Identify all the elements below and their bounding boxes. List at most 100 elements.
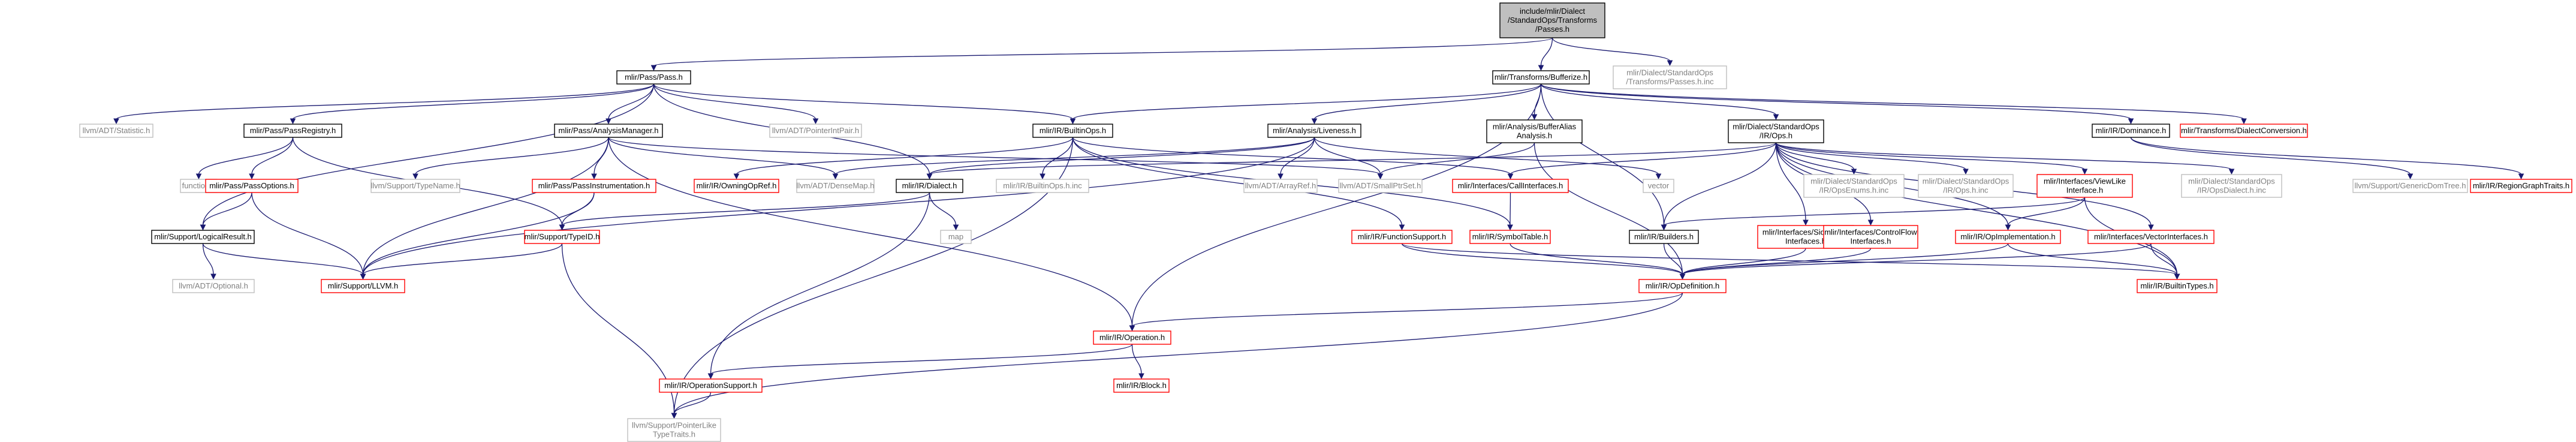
edge-analysis-manager-to-type-name (412, 137, 609, 180)
node-label: mlir/Interfaces/CallInterfaces.h (1458, 181, 1563, 190)
graph-node-array-ref: llvm/ADT/ArrayRef.h (1243, 179, 1318, 193)
node-box (2087, 230, 2215, 244)
node-label: mlir/Dialect/StandardOps (1923, 177, 2009, 186)
node-label: mlir/IR/SymbolTable.h (1472, 232, 1548, 241)
edge-builtin-ops-to-owning-op-ref (733, 137, 1074, 180)
edge-std-ops-to-ops-dialect-inc (1775, 142, 2235, 175)
graph-node-bufferize-h[interactable]: mlir/Transforms/Bufferize.h (1492, 70, 1590, 85)
graph-node-pass-h[interactable]: mlir/Pass/Pass.h (616, 70, 691, 85)
edge-view-like-to-builders (1661, 197, 2086, 231)
graph-node-liveness[interactable]: mlir/Analysis/Liveness.h (1267, 124, 1361, 138)
graph-node-block: mlir/IR/Block.h (1113, 378, 1170, 393)
node-box (1469, 230, 1551, 244)
node-box (2470, 179, 2572, 193)
edge-ir-dialect-to-type-id (559, 192, 930, 231)
graph-node-llvm-statistic: llvm/ADT/Statistic.h (79, 124, 153, 138)
node-box (1351, 230, 1453, 244)
graph-node-dominance[interactable]: mlir/IR/Dominance.h (2092, 124, 2170, 138)
node-label: llvm/Support/GenericDomTree.h (2355, 181, 2466, 190)
graph-node-builders[interactable]: mlir/IR/Builders.h (1629, 230, 1699, 244)
edge-op-definition-to-pointer-like (671, 292, 1683, 419)
node-label: mlir/IR/OpDefinition.h (1646, 281, 1720, 290)
edge-op-implementation-to-op-definition (1679, 243, 2009, 280)
edge-operation-support-to-pointer-like (671, 392, 712, 419)
edge-bufferize-h-to-liveness (1311, 83, 1542, 125)
node-label: Analysis.h (1517, 131, 1552, 140)
graph-node-op-implementation: mlir/IR/OpImplementation.h (1955, 230, 2061, 244)
header-nodes: include/mlir/Dialect/StandardOps/Transfo… (79, 2, 2572, 442)
node-label: llvm/ADT/SmallPtrSet.h (1340, 181, 1421, 190)
edge-buffer-alias-to-op-definition (1533, 142, 1686, 280)
node-box (2137, 279, 2218, 293)
node-box (694, 179, 779, 193)
edge-liveness-to-array-ref (1278, 137, 1315, 180)
edge-buffer-alias-to-small-ptr-set (1377, 142, 1535, 180)
node-label: /IR/OpsEnums.h.inc (1819, 186, 1889, 195)
node-label: mlir/Dialect/StandardOps (1733, 122, 1819, 131)
edge-op-implementation-to-builtin-types (2007, 243, 2180, 280)
edge-analysis-manager-to-support-llvm (360, 137, 609, 280)
node-box (1338, 179, 1423, 193)
edge-bufferize-h-to-operation (1129, 83, 1542, 332)
node-box (1823, 225, 1918, 249)
edge-operation-to-block (1131, 344, 1144, 380)
edge-bufferize-h-to-std-ops (1540, 83, 1779, 121)
edge-bufferize-h-to-builtin-ops (1069, 83, 1542, 125)
node-box (524, 230, 600, 244)
graph-node-operation: mlir/IR/Operation.h (1093, 330, 1171, 345)
graph-node-map: map (940, 230, 972, 244)
graph-node-std-ops[interactable]: mlir/Dialect/StandardOps/IR/Ops.h (1728, 119, 1824, 143)
edge-root-to-pass-h (650, 37, 1553, 71)
node-label: include/mlir/Dialect (1520, 7, 1585, 16)
node-box (172, 279, 255, 293)
node-label: mlir/Dialect/StandardOps (1626, 68, 1713, 77)
edge-analysis-manager-to-dense-map (608, 137, 839, 180)
graph-node-root[interactable]: include/mlir/Dialect/StandardOps/Transfo… (1499, 2, 1605, 38)
graph-node-analysis-manager[interactable]: mlir/Pass/AnalysisManager.h (554, 124, 663, 138)
node-box (940, 230, 972, 244)
node-label: mlir/IR/OwningOpRef.h (697, 181, 777, 190)
node-box (2092, 124, 2170, 138)
graph-node-pass-instrumentation: mlir/Pass/PassInstrumentation.h (532, 179, 656, 193)
edge-std-ops-to-std-ops-inc (1775, 142, 1969, 175)
graph-node-ir-dialect[interactable]: mlir/IR/Dialect.h (896, 179, 963, 193)
node-label: mlir/Analysis/Liveness.h (1273, 126, 1356, 135)
graph-node-builtin-ops[interactable]: mlir/IR/BuiltinOps.h (1032, 124, 1113, 138)
node-box (1267, 124, 1361, 138)
graph-node-llvm-optional: llvm/ADT/Optional.h (172, 279, 255, 293)
node-label: Interface.h (2066, 186, 2103, 195)
edge-pass-options-to-logical-result (200, 192, 252, 231)
graph-node-pass-registry[interactable]: mlir/Pass/PassRegistry.h (243, 124, 342, 138)
node-label: llvm/Support/TypeName.h (370, 181, 460, 190)
graph-node-region-graph-traits: mlir/IR/RegionGraphTraits.h (2470, 179, 2572, 193)
node-box (370, 179, 460, 193)
graph-node-generic-dom-tree: llvm/Support/GenericDomTree.h (2352, 179, 2468, 193)
node-label: map (948, 232, 963, 241)
edge-dominance-to-region-graph-traits (2130, 137, 2524, 180)
node-label: llvm/ADT/PointerIntPair.h (772, 126, 859, 135)
graph-node-op-definition: mlir/IR/OpDefinition.h (1638, 279, 1727, 293)
node-box (532, 179, 656, 193)
node-box (659, 378, 763, 393)
graph-node-logical-result[interactable]: mlir/Support/LogicalResult.h (151, 230, 255, 244)
node-box (769, 124, 862, 138)
node-label: mlir/Pass/Pass.h (625, 73, 683, 82)
node-label: mlir/Analysis/BufferAlias (1493, 122, 1577, 131)
edge-type-id-to-support-llvm (360, 243, 563, 280)
dependency-edges (113, 37, 2524, 419)
node-label: vector (1648, 181, 1670, 190)
edge-op-definition-to-operation (1129, 292, 1683, 332)
edge-builtin-ops-to-function-support (1072, 137, 1405, 231)
node-label: TypeTraits.h (653, 430, 695, 439)
graph-node-operation-support: mlir/IR/OperationSupport.h (659, 378, 763, 393)
node-box (243, 124, 342, 138)
edge-pass-h-to-pass-registry (290, 83, 655, 125)
node-label: mlir/IR/Operation.h (1099, 333, 1165, 342)
node-label: mlir/Dialect/StandardOps (1810, 177, 1897, 186)
node-label: mlir/IR/Dialect.h (902, 181, 957, 190)
node-label: /Transforms/Passes.h.inc (1626, 77, 1714, 86)
edge-function-support-to-builtin-types (1401, 243, 2180, 280)
node-label: mlir/Pass/AnalysisManager.h (559, 126, 659, 135)
edge-pass-options-to-support-llvm (251, 192, 366, 280)
